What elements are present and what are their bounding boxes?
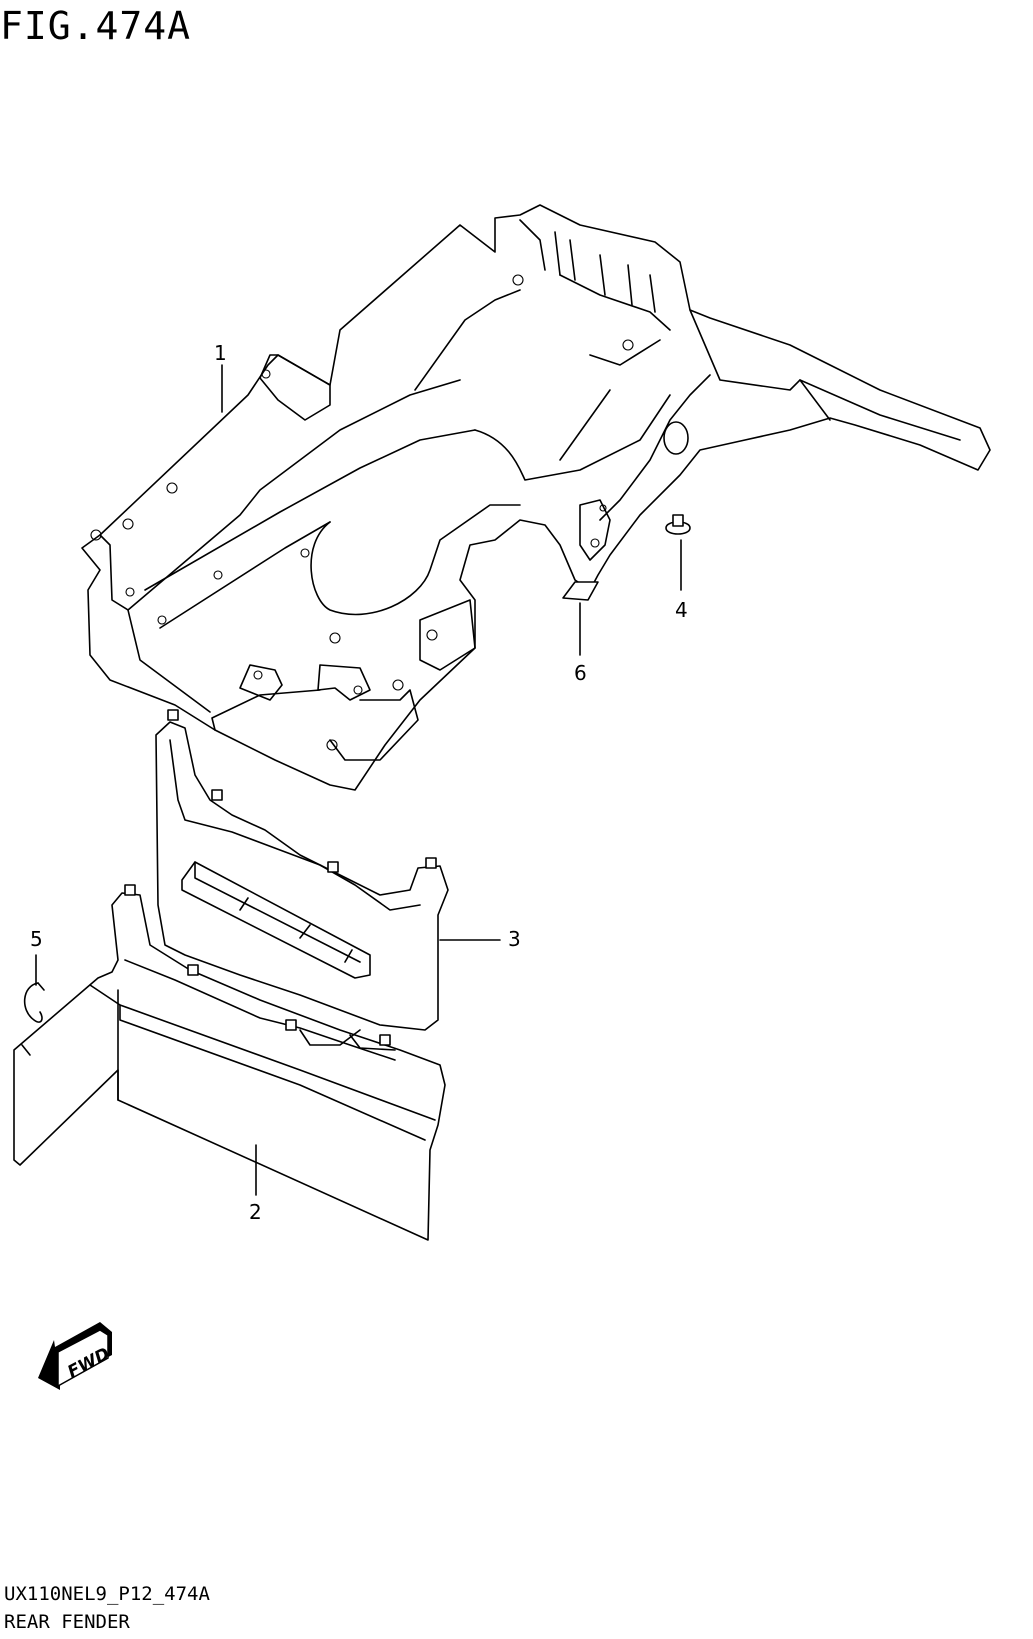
leader-lines [35,364,682,1196]
figure-name: REAR FENDER [4,1611,130,1633]
inner-flap-part-3 [155,709,449,1031]
fwd-arrow-icon: FWD [38,1322,113,1390]
callout-5: 5 [30,927,43,951]
callout-1: 1 [214,341,227,365]
callout-4: 4 [675,598,688,622]
nut-part-6 [562,581,599,601]
clip-part-4 [665,514,691,535]
clip-part-5 [23,982,45,1023]
callout-6: 6 [574,661,587,685]
callout-3: 3 [508,927,521,951]
rear-fender-part-1 [81,204,991,791]
figure-code: UX110NEL9_P12_474A [4,1583,210,1605]
mud-flap-part-2 [13,884,446,1241]
callout-2: 2 [249,1200,262,1224]
figure-title: FIG.474A [0,4,192,48]
